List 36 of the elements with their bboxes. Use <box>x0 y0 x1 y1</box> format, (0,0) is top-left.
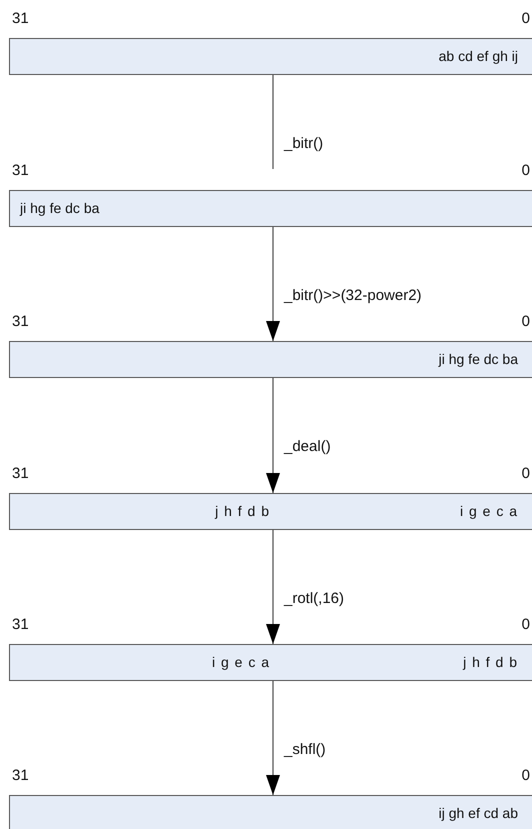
arrow <box>266 681 280 795</box>
register-bar <box>9 644 532 681</box>
bit-field-text: ji hg fe dc ba <box>438 350 518 369</box>
edge-label: _rotl(,16) <box>284 590 344 608</box>
bit-index-label: 0 <box>522 162 530 180</box>
bit-index-label: 31 <box>12 162 29 180</box>
bit-index-label: 31 <box>12 767 29 785</box>
register-bar <box>9 190 532 227</box>
bit-field-text: i g e c a <box>212 653 270 672</box>
bit-index-label: 0 <box>522 465 530 483</box>
register-bar <box>9 341 532 378</box>
register-bar <box>9 38 532 75</box>
edge-label: _bitr() <box>284 135 324 153</box>
bit-field-text: i g e c a <box>460 502 518 521</box>
edge-label: _shfl() <box>284 741 326 759</box>
bit-field-text: j h f d b <box>463 653 518 672</box>
bit-field-text: ij gh ef cd ab <box>438 804 518 823</box>
bit-index-label: 0 <box>522 10 530 28</box>
edge-label: _bitr()>>(32-power2) <box>284 287 422 305</box>
arrow <box>266 227 280 341</box>
bit-index-label: 31 <box>12 10 29 28</box>
register-bar <box>9 795 532 829</box>
bit-index-label: 0 <box>522 767 530 785</box>
bit-index-label: 31 <box>12 313 29 331</box>
register-bar <box>9 493 532 530</box>
arrow <box>266 530 280 644</box>
bit-field-text: ji hg fe dc ba <box>20 199 100 218</box>
bit-index-label: 31 <box>12 616 29 634</box>
bit-field-text: ab cd ef gh ij <box>438 47 518 66</box>
bit-index-label: 0 <box>522 313 530 331</box>
bit-index-label: 31 <box>12 465 29 483</box>
bit-field-text: j h f d b <box>215 502 270 521</box>
connector-line <box>272 75 274 169</box>
arrow <box>266 378 280 493</box>
bit-index-label: 0 <box>522 616 530 634</box>
edge-label: _deal() <box>284 438 331 456</box>
